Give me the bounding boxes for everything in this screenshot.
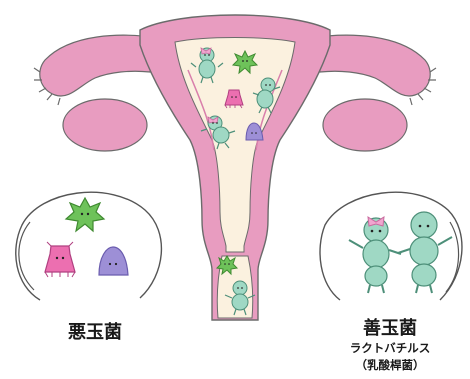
bad-bacteria-purple [99,247,128,275]
good-bacteria-label: 善玉菌 [330,314,450,340]
lactobacillus-character [349,217,401,293]
bad-bacteria-spiky [66,198,104,231]
right-ovary [323,99,407,151]
good-panel-inner-circle [446,222,459,292]
bad-bacteria-label: 悪玉菌 [40,318,150,344]
lactobacillus-character [398,212,452,293]
bad-bacteria-panel [16,192,162,300]
lactobacillus-kanji-label: （乳酸桿菌） [330,357,450,373]
bad-bacteria-pink [45,242,75,277]
left-ovary [63,99,147,151]
lactobacillus-name-label: ラクトバチルス [320,340,460,356]
good-panel-circle [320,192,462,300]
good-bacteria-panel [320,192,462,300]
